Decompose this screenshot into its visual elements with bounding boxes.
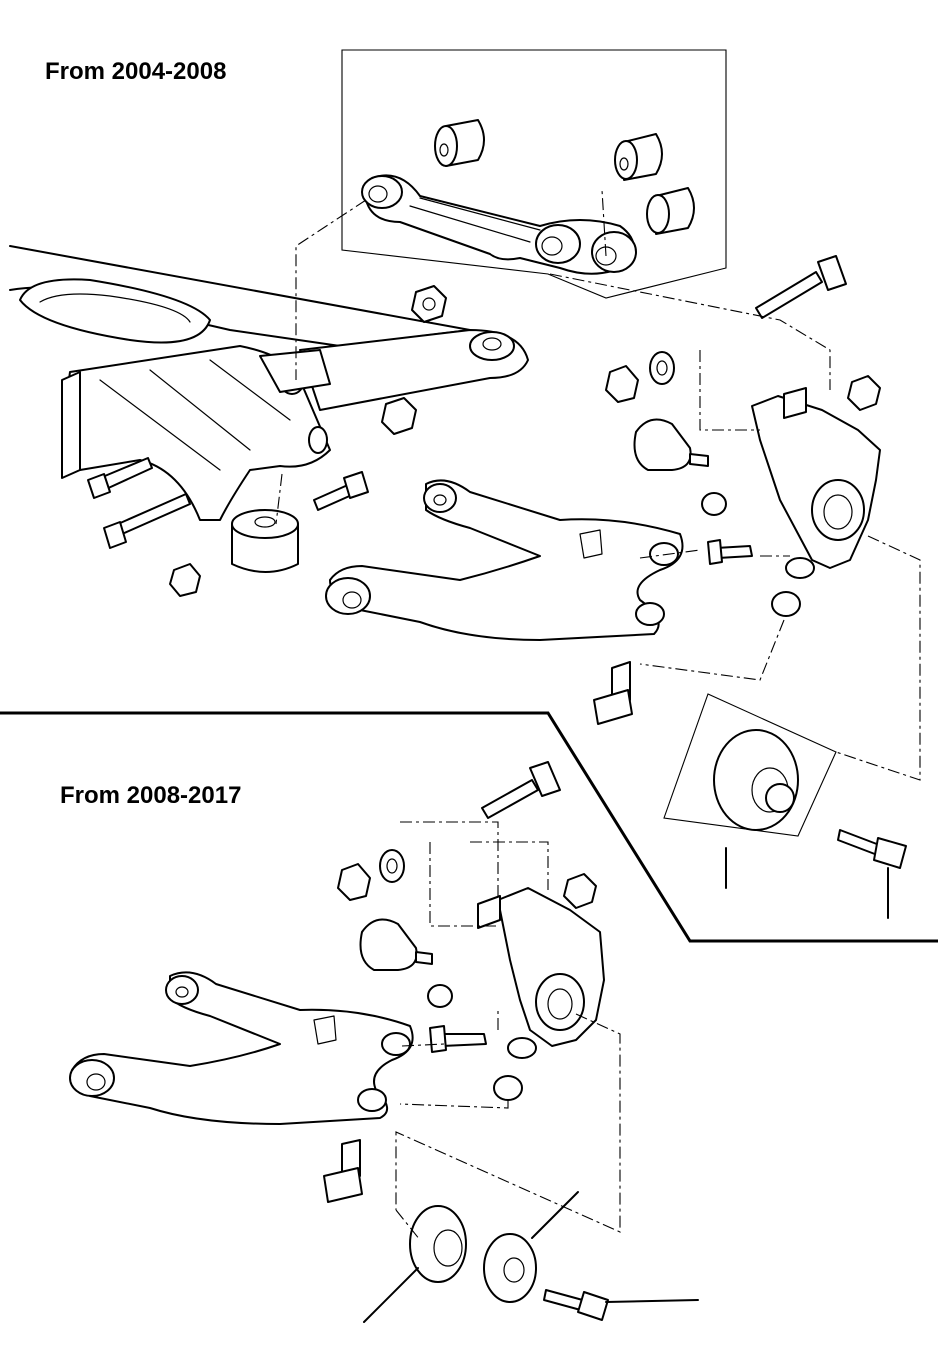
leader-lines-top [275, 189, 921, 781]
hub-bearing-bottom [363, 1191, 579, 1323]
section-label-2008-2017: From 2008-2017 [60, 782, 242, 809]
lower-control-arm-bottom [69, 971, 414, 1125]
top-section-drawing [9, 49, 921, 919]
top-nuts [169, 285, 447, 597]
hub-bolt-bottom [543, 1289, 699, 1321]
upper-arm-kit-frame [341, 49, 727, 299]
wheel-knuckle-bottom [477, 887, 605, 1059]
lower-bolt-top [593, 661, 633, 725]
subframe-bolts [87, 457, 369, 549]
lower-bolt-bottom [323, 1139, 363, 1203]
wheel-hub-top [663, 693, 837, 889]
section-divider [0, 711, 938, 943]
ball-joint-bottom [359, 918, 433, 971]
knuckle-hardware-top [605, 351, 881, 617]
upper-control-arm [361, 174, 637, 275]
camber-bolt-top [707, 255, 847, 565]
arm-bushings [434, 119, 695, 235]
rear-subframe [9, 245, 529, 521]
camber-bolt-bottom [481, 761, 561, 819]
wheel-knuckle-top [751, 387, 881, 579]
bottom-section-drawing [69, 761, 699, 1323]
subframe-mount-bushing [231, 509, 299, 573]
hub-bolt-top [837, 829, 907, 919]
ball-joint [633, 418, 709, 471]
lower-control-arm-top [325, 479, 684, 641]
section-label-2004-2008: From 2004-2008 [45, 58, 227, 85]
knuckle-hardware-bottom [337, 849, 597, 1101]
leader-lines-bottom [395, 821, 621, 1241]
